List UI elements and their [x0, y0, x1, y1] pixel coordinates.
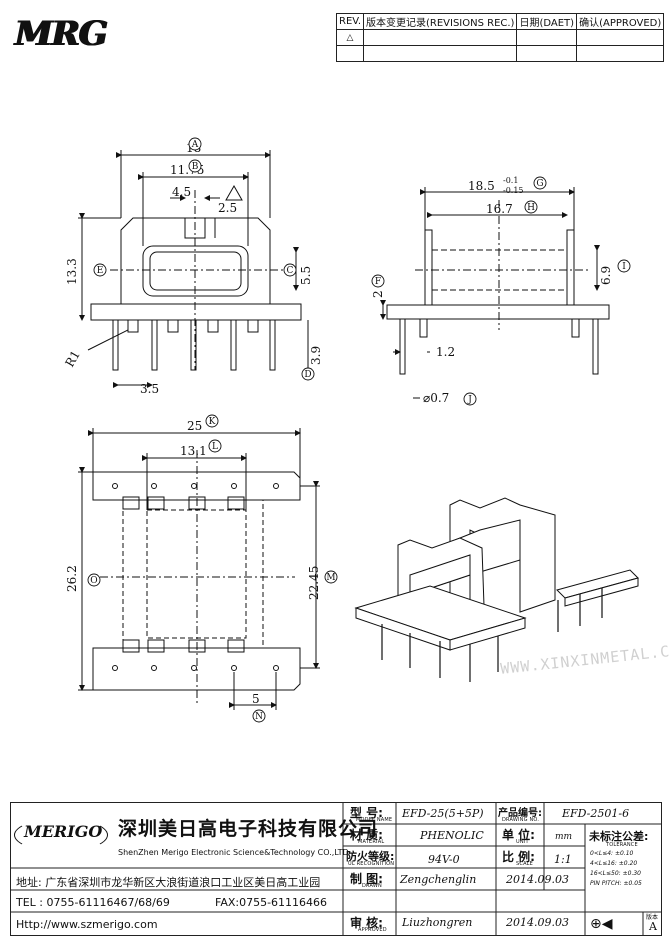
fax: FAX:0755-61116466 — [215, 896, 328, 909]
marker-a — [188, 137, 202, 151]
dim-18-5: 18.5 — [468, 179, 495, 193]
marker-g — [533, 176, 547, 190]
approved-date: 2014.09.03 — [506, 916, 569, 929]
dim-1-2: 1.2 — [436, 345, 455, 359]
telephone: TEL : 0755-61116467/68/69 — [16, 896, 170, 909]
title-block: MERIGO 深圳美日高电子科技有限公司 ShenZhen Merigo Ele… — [10, 802, 662, 936]
marker-i — [617, 259, 631, 273]
website: Http://www.szmerigo.com — [16, 918, 158, 931]
dim-3-5: 3.5 — [140, 382, 159, 396]
ul-value: 94V-0 — [428, 853, 460, 866]
side-view-labels: 18.5 -0.1 -0.15 16.7 6.9 2 1.2 ⌀0.7 — [371, 176, 613, 405]
drawing-no-label: 产品编号: — [498, 808, 542, 819]
marker-o — [87, 573, 101, 587]
dim-16-7: 16.7 — [486, 202, 513, 216]
marker-d — [301, 367, 315, 381]
svg-text:H: H — [527, 203, 535, 213]
svg-text:G: G — [536, 179, 543, 189]
tolerance-title: 未标注公差: — [589, 830, 649, 843]
dim-6-9: 6.9 — [599, 266, 613, 285]
dim-25: 25 — [187, 419, 202, 433]
technical-drawing: 18 11.75 4.5 2.5 13.3 5.5 3.9 3.5 R1 18.… — [62, 137, 639, 723]
drawing-no-value: EFD-2501-6 — [562, 807, 630, 820]
marker-c — [283, 263, 297, 277]
dim-13-1: 13.1 — [180, 444, 207, 458]
tolerance-row-1: 0<L≤4: ±0.10 — [590, 850, 634, 857]
material-label: 材 质: — [350, 828, 383, 842]
dim-3-9: 3.9 — [309, 346, 323, 365]
svg-text:C: C — [287, 266, 294, 276]
plan-view — [78, 428, 320, 710]
model-value: EFD-25(5+5P) — [402, 807, 484, 820]
tol-lower: -0.15 — [503, 186, 524, 195]
dim-r1: R1 — [62, 348, 82, 369]
ref-marker-labels: A B C D E F G H I J K L M N O — [90, 140, 626, 722]
svg-text:K: K — [209, 417, 216, 427]
tolerance-row-2: 4<L≤16: ±0.20 — [590, 860, 638, 867]
unit-label: 单 位: — [502, 828, 535, 842]
svg-text:O: O — [90, 576, 97, 586]
revision-triangle-icon — [225, 184, 243, 201]
version-label: 版本 — [646, 914, 659, 921]
svg-text:F: F — [375, 277, 381, 287]
marker-n — [252, 709, 266, 723]
marker-f — [371, 274, 385, 288]
dim-pin-diameter: ⌀0.7 — [423, 391, 449, 405]
svg-text:J: J — [467, 395, 472, 405]
company-name-en: ShenZhen Merigo Electronic Science&Techn… — [118, 848, 349, 857]
svg-text:B: B — [192, 162, 199, 172]
approved-by: Liuzhongren — [402, 916, 473, 929]
drawn-date: 2014.09.03 — [506, 873, 569, 886]
revision-table: REV. 版本变更记录(REVISIONS REC.) 日期(DAET) 确认(… — [336, 13, 665, 62]
company-name-cn: 深圳美日高电子科技有限公司 — [118, 818, 379, 840]
scale-label: 比 例: — [502, 850, 535, 864]
dim-5: 5 — [252, 692, 260, 706]
drawn-by: Zengchenglin — [400, 873, 477, 886]
svg-text:M: M — [326, 573, 335, 583]
svg-text:D: D — [304, 370, 311, 380]
material-value: PHENOLIC — [420, 829, 484, 842]
drawn-label: 制 图: — [350, 872, 383, 886]
dim-5-5: 5.5 — [299, 266, 313, 285]
scale-value: 1:1 — [554, 853, 572, 866]
address: 地址: 广东省深圳市龙华新区大浪街道浪口工业区美日高工业园 — [16, 876, 321, 889]
title-block-grid — [10, 802, 662, 936]
side-view — [380, 187, 610, 399]
marker-m — [324, 570, 338, 584]
marker-e — [93, 263, 107, 277]
ref-markers — [87, 137, 631, 723]
isometric-view — [354, 497, 639, 682]
plan-view-labels: 25 13.1 26.2 22.45 5 — [65, 419, 321, 706]
marker-l — [208, 439, 222, 453]
marker-b — [188, 159, 202, 173]
dim-13-3: 13.3 — [65, 258, 79, 285]
marker-j — [463, 392, 477, 406]
svg-text:E: E — [97, 266, 104, 276]
dim-2-5: 2.5 — [218, 201, 237, 215]
dim-22-45: 22.45 — [307, 566, 321, 600]
version-value: A — [649, 920, 657, 933]
unit-value: mm — [555, 832, 573, 842]
merigo-swoosh-icon — [14, 818, 108, 852]
brand-logo: MRG — [15, 14, 108, 54]
marker-h — [524, 200, 538, 214]
projection-symbol-icon: ⊕◀ — [590, 916, 613, 932]
tolerance-row-3: 16<L≤50: ±0.30 — [590, 870, 641, 877]
approved-label: 审 核: — [350, 916, 383, 930]
svg-text:N: N — [255, 712, 263, 722]
marker-k — [205, 414, 219, 428]
dim-26-2: 26.2 — [65, 565, 79, 592]
dim-2: 2 — [371, 290, 385, 298]
svg-text:A: A — [191, 140, 199, 150]
model-label: 型 号: — [350, 806, 383, 820]
dim-4-5: 4.5 — [172, 185, 191, 199]
ul-label: 防火等级: — [346, 850, 395, 863]
svg-text:L: L — [212, 442, 218, 452]
svg-text:I: I — [622, 262, 626, 272]
tol-upper: -0.1 — [503, 176, 518, 185]
front-view — [78, 150, 309, 388]
tolerance-row-4: PIN PITCH: ±0.05 — [590, 880, 642, 887]
